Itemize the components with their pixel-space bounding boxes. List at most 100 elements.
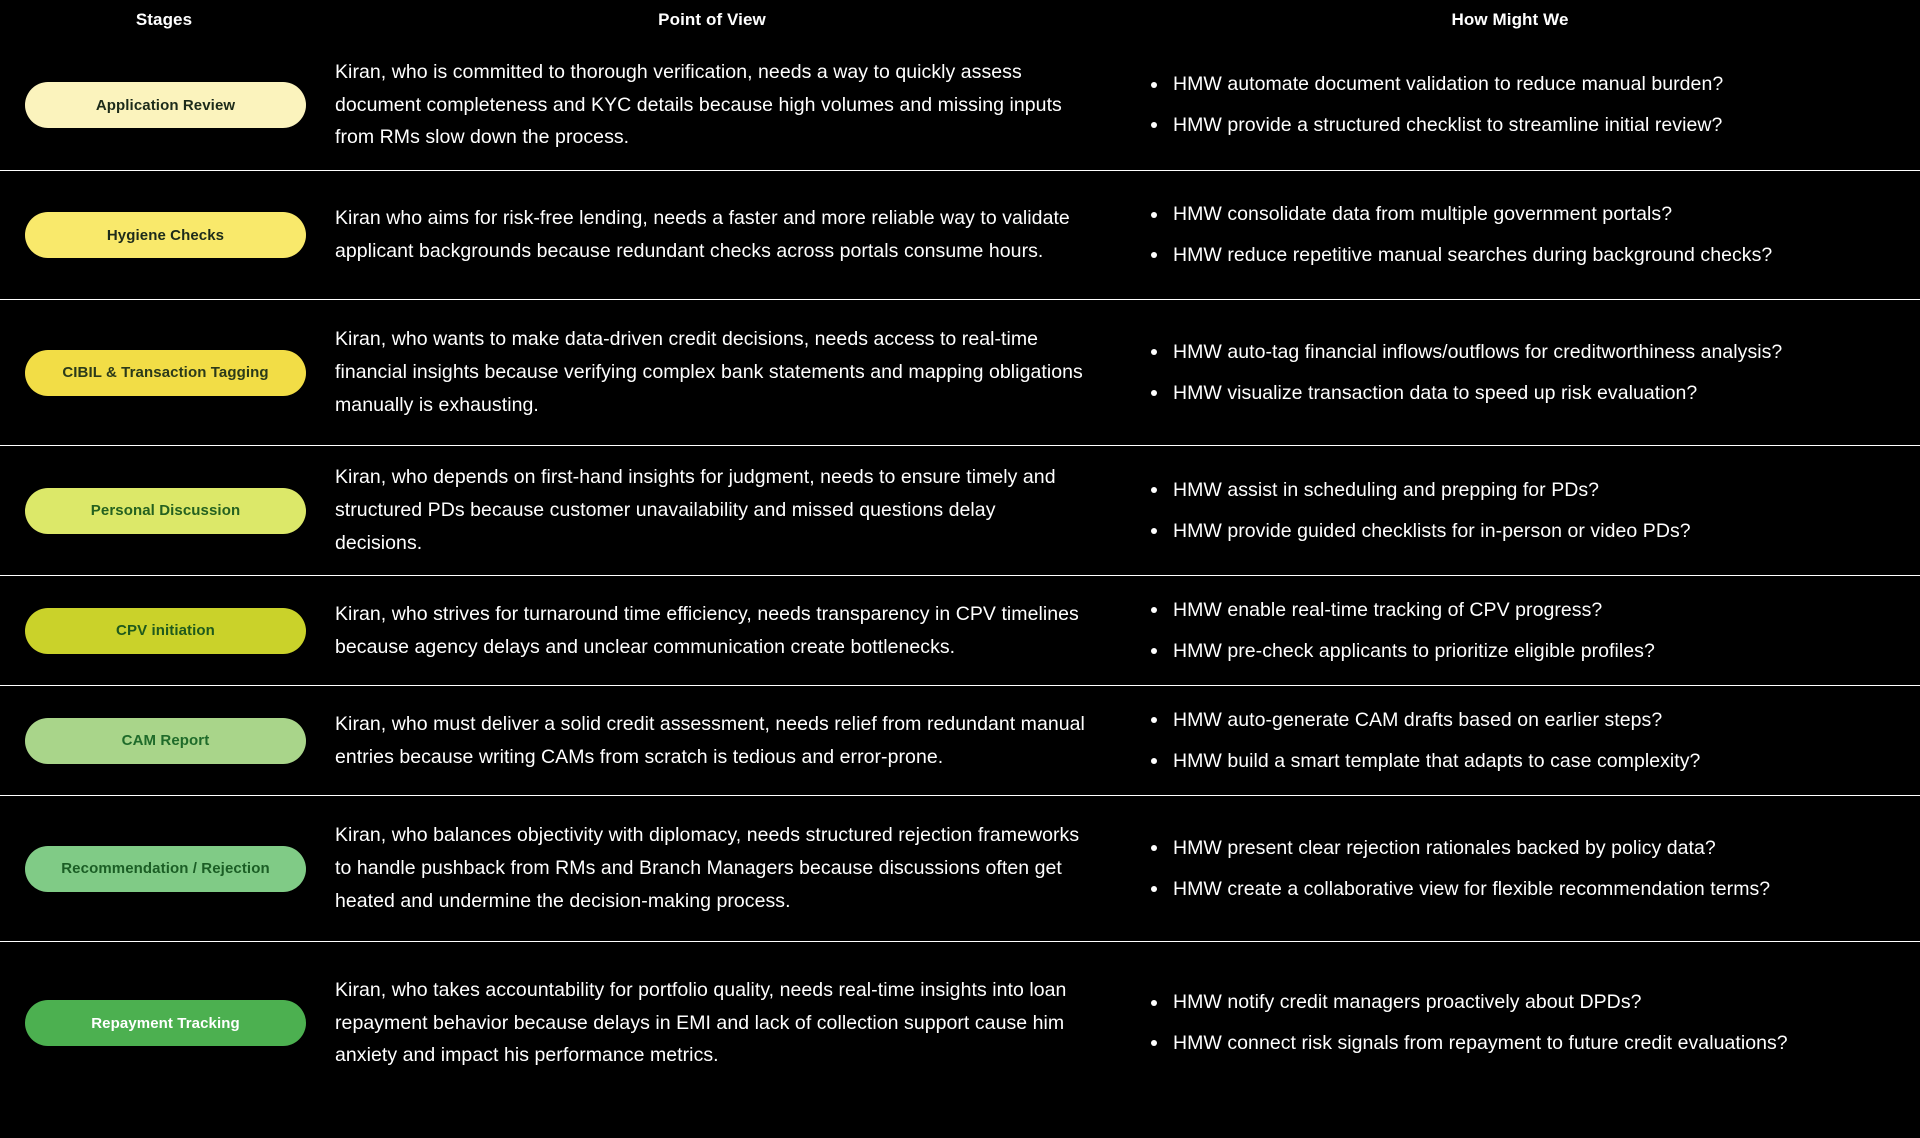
how-might-we-list: HMW consolidate data from multiple gover… xyxy=(1147,198,1880,272)
column-header-how-might-we: How Might We xyxy=(1451,10,1569,29)
table-row: Recommendation / Rejection Kiran, who bal… xyxy=(0,795,1920,941)
stage-cell: Application Review xyxy=(0,82,330,128)
how-might-we-cell: HMW assist in scheduling and prepping fo… xyxy=(1125,474,1920,548)
column-header-point-of-view: Point of View xyxy=(658,10,766,29)
list-item: HMW provide a structured checklist to st… xyxy=(1147,109,1880,142)
bullet-icon xyxy=(1151,885,1157,892)
point-of-view-cell: Kiran, who wants to make data-driven cre… xyxy=(330,323,1125,421)
bottom-spacer xyxy=(0,1104,1920,1138)
table-row: Repayment Tracking Kiran, who takes accou… xyxy=(0,941,1920,1104)
stage-pill[interactable]: Recommendation / Rejection xyxy=(25,845,306,892)
list-item: HMW visualize transaction data to speed … xyxy=(1147,377,1880,410)
bullet-icon xyxy=(1151,845,1157,852)
how-might-we-list: HMW notify credit managers proactively a… xyxy=(1147,986,1880,1060)
bullet-icon xyxy=(1151,122,1157,129)
point-of-view-text: Kiran, who strives for turnaround time e… xyxy=(335,602,1079,658)
stage-pill[interactable]: Repayment Tracking xyxy=(25,1000,306,1046)
how-might-we-text: HMW present clear rejection rationales b… xyxy=(1173,836,1716,859)
how-might-we-text: HMW connect risk signals from repayment … xyxy=(1173,1032,1788,1054)
how-might-we-text: HMW auto-tag financial inflows/outflows … xyxy=(1173,340,1783,363)
how-might-we-cell: HMW enable real-time tracking of CPV pro… xyxy=(1125,594,1920,668)
bullet-icon xyxy=(1151,647,1157,654)
stage-pill[interactable]: Hygiene Checks xyxy=(25,212,306,258)
stage-cell: Repayment Tracking xyxy=(0,1000,330,1046)
point-of-view-cell: Kiran who aims for risk-free lending, ne… xyxy=(330,202,1125,268)
point-of-view-cell: Kiran, who must deliver a solid credit a… xyxy=(330,708,1125,774)
stage-pill[interactable]: CPV initiation xyxy=(25,607,306,654)
bullet-icon xyxy=(1151,527,1157,534)
column-headers: Stages Point of View How Might We xyxy=(0,0,1920,40)
list-item: HMW enable real-time tracking of CPV pro… xyxy=(1147,594,1880,627)
bullet-icon xyxy=(1151,757,1157,764)
stage-cell: Personal Discussion xyxy=(0,487,330,534)
how-might-we-text: HMW enable real-time tracking of CPV pro… xyxy=(1173,598,1603,621)
how-might-we-list: HMW assist in scheduling and prepping fo… xyxy=(1147,474,1880,548)
stage-cell: Hygiene Checks xyxy=(0,212,330,258)
list-item: HMW provide guided checklists for in-per… xyxy=(1147,515,1880,548)
point-of-view-text: Kiran, who takes accountability for port… xyxy=(335,978,1067,1067)
point-of-view-cell: Kiran, who takes accountability for port… xyxy=(330,974,1125,1072)
how-might-we-text: HMW automate document validation to redu… xyxy=(1173,73,1724,96)
how-might-we-text: HMW assist in scheduling and prepping fo… xyxy=(1173,478,1600,501)
list-item: HMW build a smart template that adapts t… xyxy=(1147,745,1880,778)
stage-pill[interactable]: Application Review xyxy=(25,82,306,128)
stage-pill[interactable]: CAM Report xyxy=(25,717,306,764)
how-might-we-cell: HMW auto-tag financial inflows/outflows … xyxy=(1125,336,1920,410)
how-might-we-cell: HMW automate document validation to redu… xyxy=(1125,68,1920,142)
how-might-we-text: HMW build a smart template that adapts t… xyxy=(1173,749,1701,772)
list-item: HMW present clear rejection rationales b… xyxy=(1147,832,1880,865)
bullet-icon xyxy=(1151,717,1157,724)
how-might-we-text: HMW create a collaborative view for flex… xyxy=(1173,877,1771,900)
table-row: Hygiene Checks Kiran who aims for risk-fr… xyxy=(0,170,1920,299)
table-row: CPV initiation Kiran, who strives for tur… xyxy=(0,575,1920,685)
table-row: CIBIL & Transaction Tagging Kiran, who wa… xyxy=(0,299,1920,445)
bullet-icon xyxy=(1151,252,1157,259)
point-of-view-text: Kiran, who wants to make data-driven cre… xyxy=(335,328,1083,416)
stage-cell: CAM Report xyxy=(0,717,330,764)
list-item: HMW auto-generate CAM drafts based on ea… xyxy=(1147,704,1880,737)
stage-pill[interactable]: CIBIL & Transaction Tagging xyxy=(25,349,306,396)
list-item: HMW assist in scheduling and prepping fo… xyxy=(1147,474,1880,507)
list-item: HMW consolidate data from multiple gover… xyxy=(1147,198,1880,231)
how-might-we-cell: HMW present clear rejection rationales b… xyxy=(1125,832,1920,906)
list-item: HMW automate document validation to redu… xyxy=(1147,68,1880,101)
how-might-we-text: HMW provide a structured checklist to st… xyxy=(1173,114,1723,136)
how-might-we-list: HMW automate document validation to redu… xyxy=(1147,68,1880,142)
list-item: HMW reduce repetitive manual searches du… xyxy=(1147,239,1880,272)
how-might-we-text: HMW reduce repetitive manual searches du… xyxy=(1173,244,1773,266)
point-of-view-cell: Kiran, who balances objectivity with dip… xyxy=(330,819,1125,917)
bullet-icon xyxy=(1151,389,1157,396)
how-might-we-text: HMW notify credit managers proactively a… xyxy=(1173,991,1642,1014)
list-item: HMW create a collaborative view for flex… xyxy=(1147,873,1880,906)
how-might-we-list: HMW present clear rejection rationales b… xyxy=(1147,832,1880,906)
how-might-we-text: HMW provide guided checklists for in-per… xyxy=(1173,519,1691,542)
list-item: HMW connect risk signals from repayment … xyxy=(1147,1027,1880,1060)
how-might-we-list: HMW auto-generate CAM drafts based on ea… xyxy=(1147,704,1880,778)
bullet-icon xyxy=(1151,487,1157,494)
how-might-we-text: HMW consolidate data from multiple gover… xyxy=(1173,203,1673,226)
how-might-we-cell: HMW auto-generate CAM drafts based on ea… xyxy=(1125,704,1920,778)
how-might-we-list: HMW enable real-time tracking of CPV pro… xyxy=(1147,594,1880,668)
column-header-stages: Stages xyxy=(135,10,193,29)
stage-pill[interactable]: Personal Discussion xyxy=(25,487,306,534)
how-might-we-cell: HMW consolidate data from multiple gover… xyxy=(1125,198,1920,272)
bullet-icon xyxy=(1151,211,1157,218)
point-of-view-text: Kiran, who is committed to thorough veri… xyxy=(335,60,1062,149)
point-of-view-text: Kiran, who must deliver a solid credit a… xyxy=(335,712,1085,768)
stage-cell: Recommendation / Rejection xyxy=(0,845,330,892)
matrix-rows: Application Review Kiran, who is committe… xyxy=(0,40,1920,1104)
bullet-icon xyxy=(1151,607,1157,614)
how-might-we-cell: HMW notify credit managers proactively a… xyxy=(1125,986,1920,1060)
bullet-icon xyxy=(1151,1040,1157,1047)
list-item: HMW auto-tag financial inflows/outflows … xyxy=(1147,336,1880,369)
stage-cell: CIBIL & Transaction Tagging xyxy=(0,349,330,396)
table-row: Application Review Kiran, who is committe… xyxy=(0,40,1920,170)
how-might-we-text: HMW visualize transaction data to speed … xyxy=(1173,381,1698,404)
point-of-view-text: Kiran who aims for risk-free lending, ne… xyxy=(335,207,1070,262)
point-of-view-cell: Kiran, who strives for turnaround time e… xyxy=(330,598,1125,664)
point-of-view-cell: Kiran, who depends on first-hand insight… xyxy=(330,461,1125,559)
point-of-view-cell: Kiran, who is committed to thorough veri… xyxy=(330,56,1125,154)
bullet-icon xyxy=(1151,349,1157,356)
stage-cell: CPV initiation xyxy=(0,607,330,654)
